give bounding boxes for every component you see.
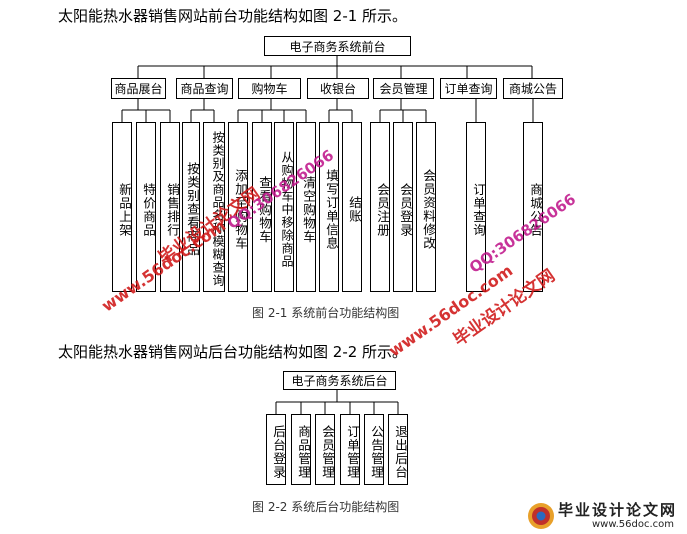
leaf-fuzzy-search: 按类别及商品名称模糊查询 (203, 122, 225, 292)
leaf-announcement-management: 公告管理 (364, 414, 384, 485)
leaf-new-arrivals: 新品上架 (112, 122, 132, 292)
leaf-add-to-cart: 添加至购物车 (228, 122, 248, 292)
module-store-announcement: 商城公告 (503, 78, 563, 99)
leaf-view-cart: 查看购物车 (252, 122, 272, 292)
logo-text: 毕业设计论文网 (558, 501, 678, 519)
leaf-settle-account: 结账 (342, 122, 362, 292)
back-root-box: 电子商务系统后台 (283, 371, 396, 390)
intro-paragraph-front: 太阳能热水器销售网站前台功能结构如图 2-1 所示。 (58, 7, 408, 25)
front-root-box: 电子商务系统前台 (264, 36, 411, 56)
leaf-sales-ranking: 销售排行 (160, 122, 180, 292)
leaf-exit-admin: 退出后台 (388, 414, 408, 485)
leaf-order-query: 订单查询 (466, 122, 486, 292)
figure-2-1-caption: 图 2-1 系统前台功能结构图 (252, 306, 400, 320)
leaf-member-login: 会员登录 (393, 122, 413, 292)
leaf-special-offers: 特价商品 (136, 122, 156, 292)
leaf-product-management: 商品管理 (291, 414, 311, 485)
logo-emblem-icon (528, 503, 554, 529)
logo-url: www.56doc.com (592, 519, 675, 530)
site-logo: 毕业设计论文网 www.56doc.com (520, 498, 687, 534)
module-order-query: 订单查询 (440, 78, 497, 99)
module-checkout: 收银台 (307, 78, 369, 99)
module-member-management: 会员管理 (373, 78, 434, 99)
leaf-order-management: 订单管理 (340, 414, 360, 485)
leaf-admin-login: 后台登录 (266, 414, 286, 485)
leaf-store-announcement: 商城公告 (523, 122, 543, 292)
figure-2-2-caption: 图 2-2 系统后台功能结构图 (252, 500, 400, 514)
leaf-remove-from-cart: 从购物车中移除商品 (274, 122, 294, 292)
module-shopping-cart: 购物车 (238, 78, 301, 99)
leaf-fill-order-info: 填写订单信息 (319, 122, 339, 292)
intro-paragraph-back: 太阳能热水器销售网站后台功能结构如图 2-2 所示。 (58, 343, 408, 361)
leaf-member-register: 会员注册 (370, 122, 390, 292)
module-product-showcase: 商品展台 (111, 78, 166, 99)
leaf-view-by-category: 按类别查看商品 (182, 122, 200, 292)
leaf-member-profile-edit: 会员资料修改 (416, 122, 436, 292)
leaf-clear-cart: 清空购物车 (296, 122, 316, 292)
leaf-member-management: 会员管理 (315, 414, 335, 485)
module-product-search: 商品查询 (176, 78, 233, 99)
